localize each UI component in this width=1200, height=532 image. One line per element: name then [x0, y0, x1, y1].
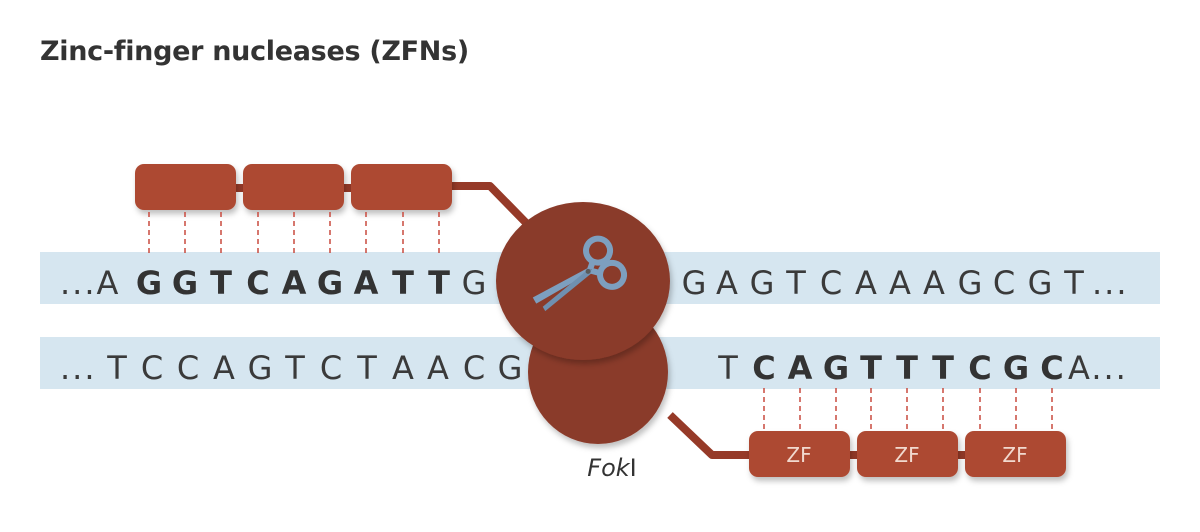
top-suffix-base: T [785, 264, 806, 302]
foki-label-roman: I [630, 454, 637, 482]
top-suffix-base: A [923, 264, 945, 302]
top-strand-suffix: ... [1092, 264, 1129, 302]
top-linker [440, 182, 538, 235]
top-zinc-finger [135, 164, 236, 210]
top-bound-base: A [282, 264, 307, 302]
bottom-bound-base: T [896, 349, 918, 387]
bottom-base: G [498, 349, 523, 387]
bottom-base: C [463, 349, 485, 387]
bottom-bound-base: C [752, 349, 775, 387]
diagram-title: Zinc-finger nucleases (ZFNs) [40, 36, 469, 67]
top-suffix-base: G [750, 264, 775, 302]
top-suffix-base: C [820, 264, 842, 302]
bottom-bound-base: G [823, 349, 849, 387]
foki-label-italic: Fok [587, 454, 630, 482]
bottom-bound-base: G [1003, 349, 1029, 387]
top-suffix-base: A [855, 264, 877, 302]
bottom-base: C [177, 349, 199, 387]
bottom-strand: ... T C C A G T C T A A C G T C A G T T … [60, 349, 1128, 387]
bottom-base: C [141, 349, 163, 387]
top-suffix-base: T [1063, 264, 1084, 302]
top-strand: ...A G G T C A G A T T G G A G T C A A A… [60, 264, 1129, 302]
bottom-bound-base: A [788, 349, 813, 387]
bottom-bound-base: C [1040, 349, 1063, 387]
bottom-bound-base: C [968, 349, 991, 387]
top-bound-base: A [354, 264, 379, 302]
bottom-strand-prefix: ... [60, 349, 97, 387]
bottom-base: T [284, 349, 305, 387]
scissors-icon [532, 235, 628, 312]
bottom-base: T [717, 349, 738, 387]
bottom-zinc-fingers [749, 431, 1066, 477]
bottom-base: A [213, 349, 235, 387]
bottom-linker [667, 412, 760, 459]
top-bound-base: T [428, 264, 450, 302]
bottom-base: A [427, 349, 449, 387]
top-bound-base: G [317, 264, 343, 302]
bottom-contact-lines [763, 388, 1053, 432]
foki-upper-domain [496, 202, 670, 360]
bottom-bound-base: T [932, 349, 954, 387]
bottom-strand-suffix: A... [1068, 349, 1128, 387]
zf-label: ZF [1002, 443, 1027, 467]
top-suffix-base: C [993, 264, 1015, 302]
top-suffix-base: G [682, 264, 707, 302]
top-zinc-finger [351, 164, 452, 210]
bottom-base: T [356, 349, 377, 387]
top-zinc-fingers [135, 164, 452, 210]
top-base: G [462, 264, 487, 302]
bottom-base: G [248, 349, 273, 387]
bottom-zinc-finger [749, 431, 850, 477]
bottom-zinc-finger [857, 431, 958, 477]
top-suffix-base: G [958, 264, 983, 302]
zf-label: ZF [894, 443, 919, 467]
top-bound-base: T [392, 264, 414, 302]
top-zinc-finger [243, 164, 344, 210]
top-suffix-base: A [889, 264, 911, 302]
bottom-base: T [106, 349, 127, 387]
zf-label: ZF [786, 443, 811, 467]
bottom-base: C [320, 349, 342, 387]
bottom-base: A [392, 349, 414, 387]
top-contact-lines [148, 212, 440, 256]
bottom-zinc-finger [965, 431, 1066, 477]
top-suffix-base: A [716, 264, 738, 302]
top-suffix-base: G [1028, 264, 1053, 302]
top-bound-base: T [210, 264, 232, 302]
bottom-bound-base: T [860, 349, 882, 387]
top-bound-base: G [172, 264, 198, 302]
top-bound-base: G [136, 264, 162, 302]
foki-label: FokI [587, 454, 636, 482]
top-bound-base: C [246, 264, 269, 302]
top-strand-prefix: ...A [60, 264, 120, 302]
